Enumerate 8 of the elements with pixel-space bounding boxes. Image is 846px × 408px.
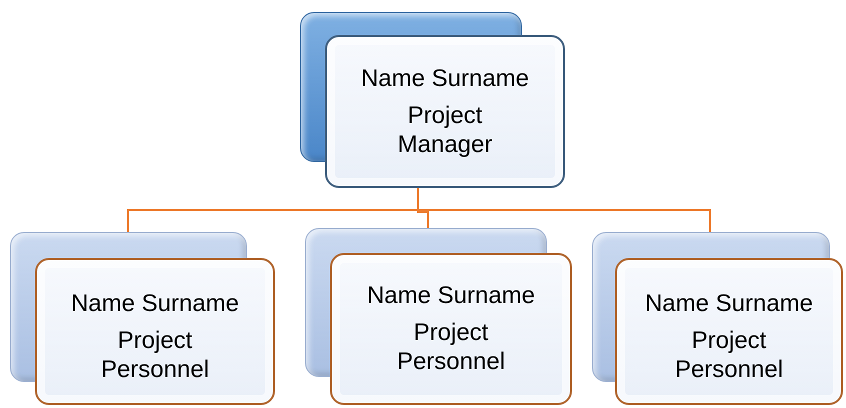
person-name: Name Surname	[366, 282, 536, 310]
person-name: Name Surname	[360, 64, 530, 92]
job-title: Project Personnel	[674, 326, 784, 384]
person-name: Name Surname	[644, 290, 814, 318]
job-title: Project Personnel	[100, 326, 210, 384]
job-title: Project Personnel	[396, 318, 506, 376]
job-title: Project Manager	[396, 100, 494, 158]
person-name: Name Surname	[70, 290, 240, 318]
